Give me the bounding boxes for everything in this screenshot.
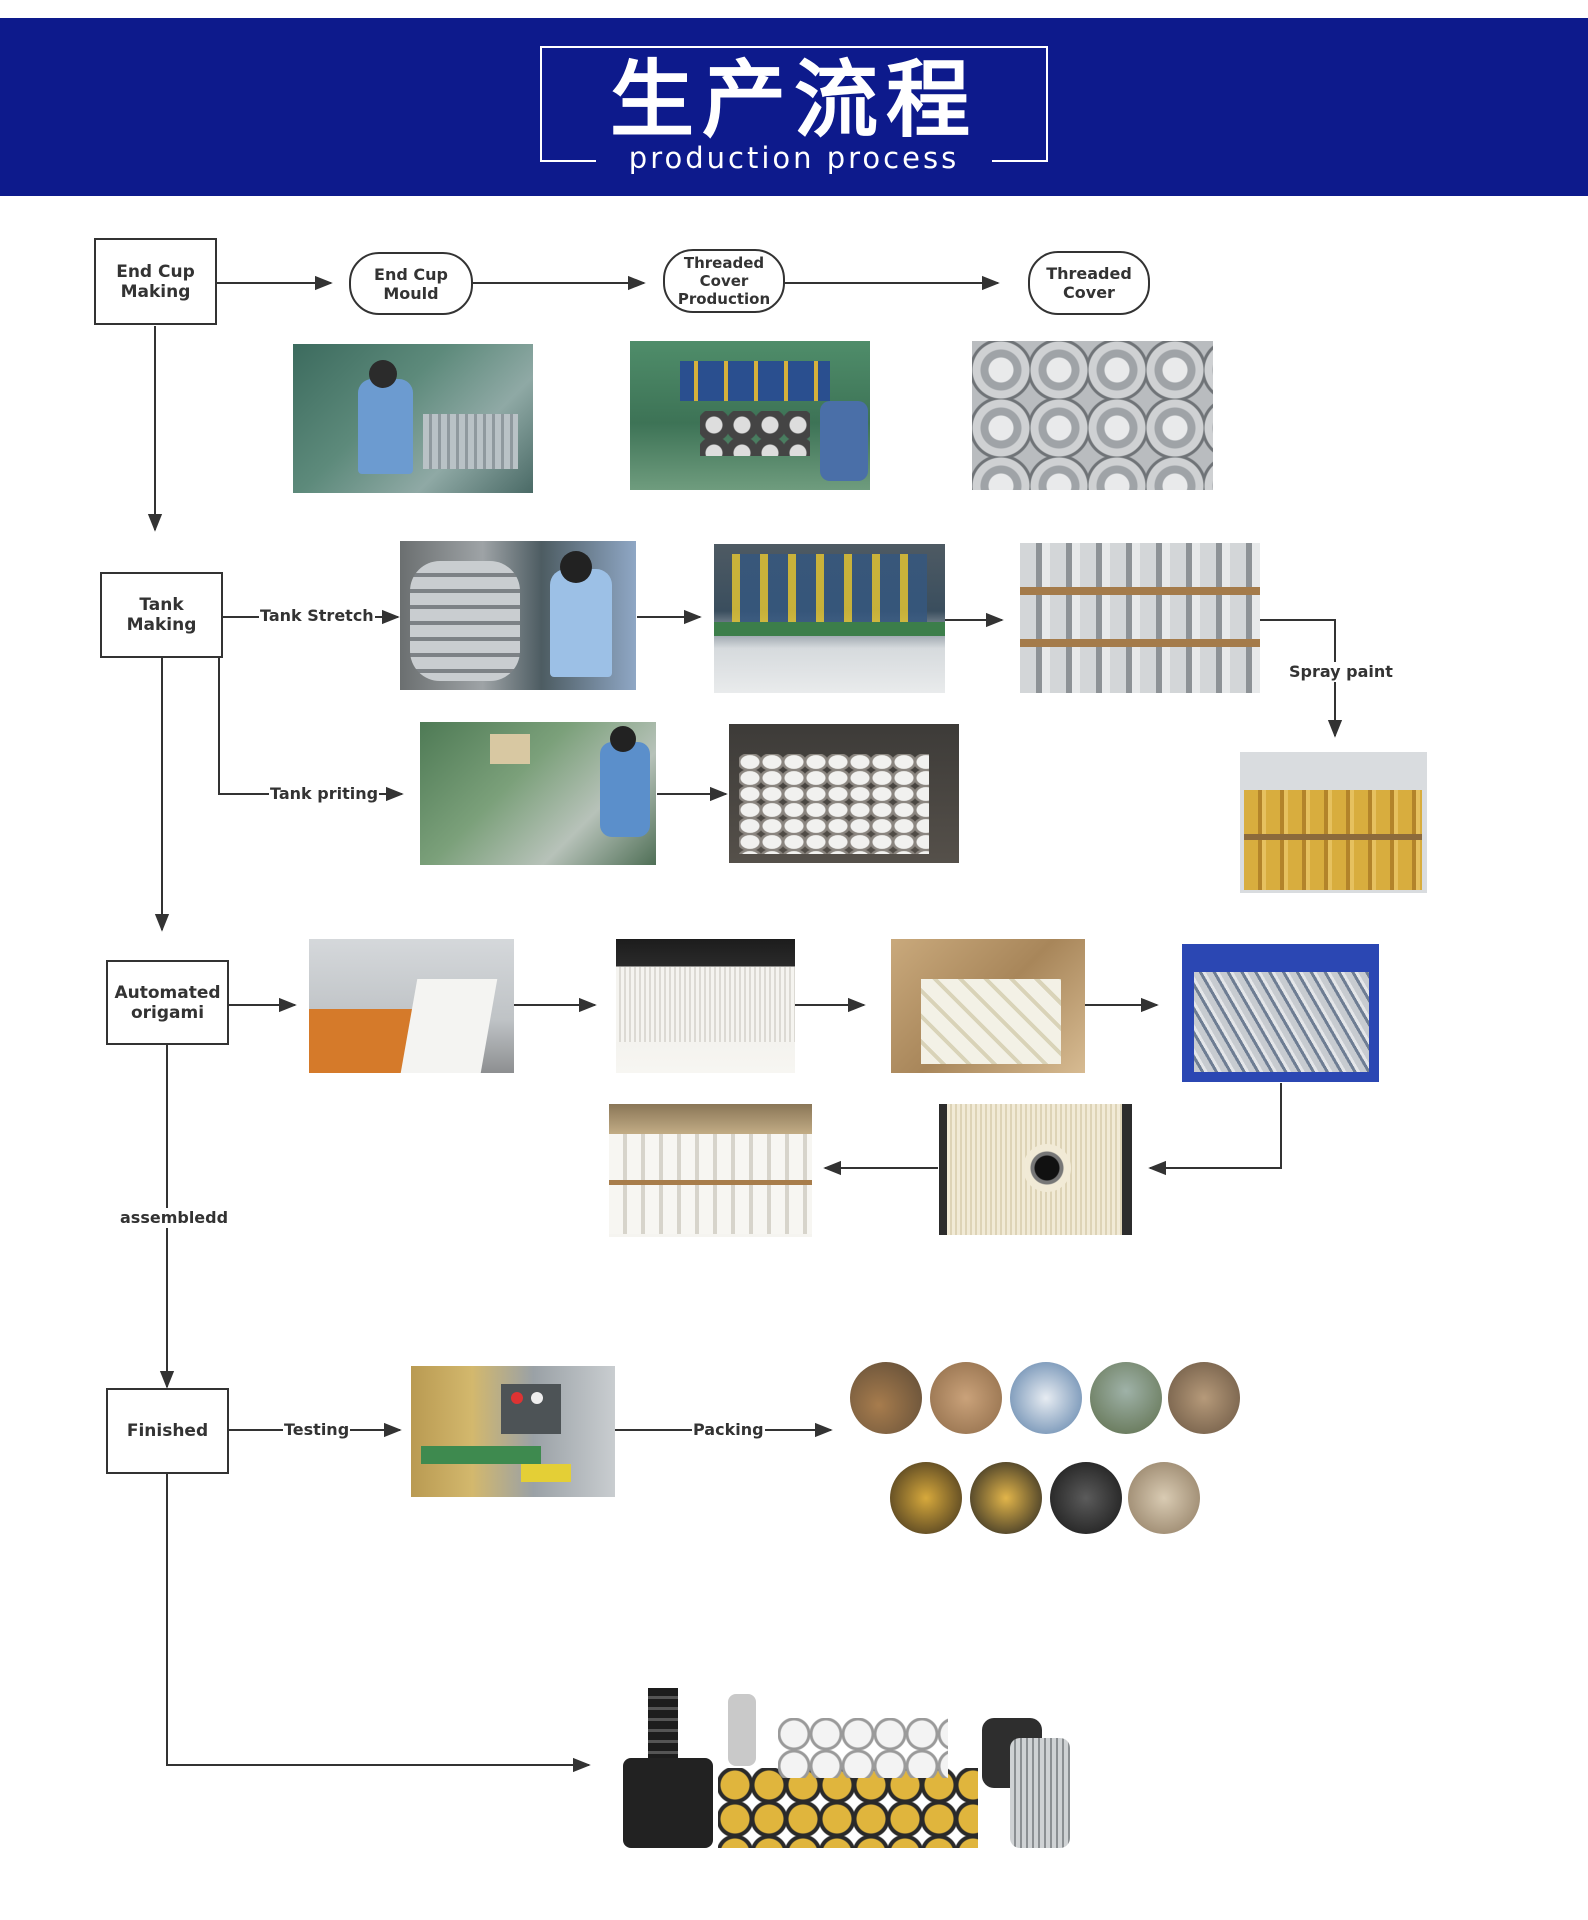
arrow-tank-priting: [218, 658, 404, 802]
photo-packing-4: [1090, 1362, 1162, 1434]
label-spray-paint: Spray paint: [1288, 662, 1394, 682]
photo-packing-1: [850, 1362, 922, 1434]
page-subtitle: production process: [628, 141, 960, 175]
step-finished: Finished: [106, 1388, 229, 1474]
label-tank-priting: Tank priting: [269, 784, 380, 804]
photo-printed-tanks: [729, 724, 959, 863]
photo-threaded-covers-pile: [972, 341, 1213, 490]
photo-final-products: [618, 1678, 1080, 1868]
header-frame-line-right: [992, 160, 1048, 162]
step-threaded-cover: Threaded Cover: [1028, 251, 1150, 315]
photo-packing-6: [890, 1462, 962, 1534]
page-title: 生产流程: [609, 51, 978, 149]
photo-paper-box: [891, 939, 1085, 1073]
photo-packing-9: [1128, 1462, 1200, 1534]
photo-tank-printing: [420, 722, 656, 865]
photo-packing-5: [1168, 1362, 1240, 1434]
arrow-tubes-to-rolls: [1148, 1083, 1282, 1176]
photo-packing-3: [1010, 1362, 1082, 1434]
label-testing: Testing: [283, 1420, 351, 1440]
photo-packing-7: [970, 1462, 1042, 1534]
photo-pleated-paper: [616, 939, 795, 1073]
photo-packing-8: [1050, 1462, 1122, 1534]
label-assembled: assembledd: [119, 1208, 230, 1228]
header-frame: [540, 46, 1048, 162]
photo-origami-machine: [309, 939, 514, 1073]
photo-packing-2: [930, 1362, 1002, 1434]
step-end-cup-making: End Cup Making: [94, 238, 217, 325]
label-tank-stretch: Tank Stretch: [259, 606, 375, 626]
photo-testing-machine: [411, 1366, 615, 1497]
step-end-cup-mould: End Cup Mould: [349, 252, 473, 315]
photo-filters-stacked: [609, 1104, 812, 1237]
step-automated-origami: Automated origami: [106, 960, 229, 1045]
header-frame-line-left: [540, 160, 596, 162]
photo-tanks-stacked: [1020, 543, 1260, 693]
step-threaded-cover-production: Threaded Cover Production: [663, 249, 785, 313]
step-tank-making: Tank Making: [100, 572, 223, 658]
photo-end-cup-press: [293, 344, 533, 493]
photo-threaded-cover-machine: [630, 341, 870, 490]
photo-filter-rolls: [939, 1104, 1132, 1235]
arrow-spray-paint: [1260, 619, 1343, 738]
photo-tank-press-line: [714, 544, 945, 693]
label-packing: Packing: [692, 1420, 765, 1440]
photo-tank-stretch: [400, 541, 636, 690]
arrow-to-products: [166, 1472, 591, 1773]
photo-metal-tubes-crate: [1182, 944, 1379, 1082]
photo-yellow-tanks: [1240, 752, 1427, 893]
